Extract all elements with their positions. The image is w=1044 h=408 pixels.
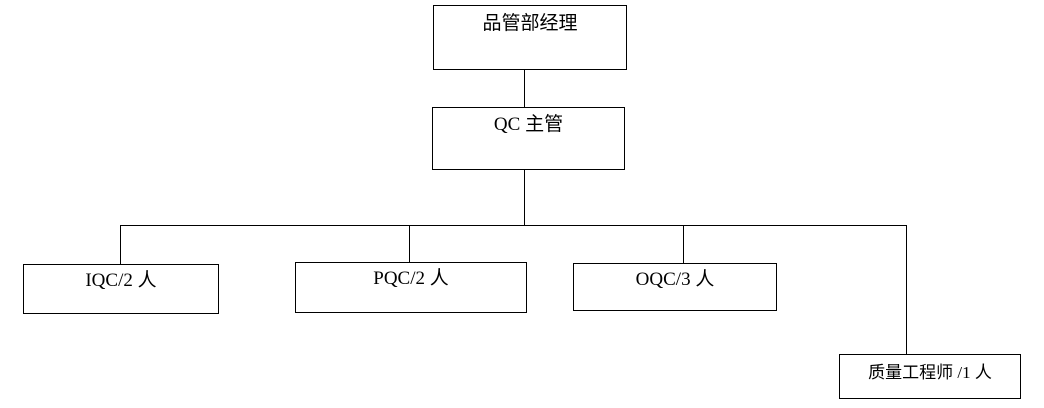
node-quality-department-manager[interactable]: 品管部经理 — [433, 5, 627, 70]
node-pqc[interactable]: PQC/2 人 — [295, 262, 527, 313]
connector-bus-to-oqc — [683, 225, 684, 263]
connector-qc-supervisor-to-bus — [524, 170, 525, 226]
node-quality-engineer[interactable]: 质量工程师 /1 人 — [839, 354, 1021, 399]
connector-bus-to-pqc — [409, 225, 410, 262]
node-label: 品管部经理 — [482, 13, 578, 34]
node-label: QC 主管 — [493, 114, 564, 135]
connector-manager-to-qc-supervisor — [524, 70, 525, 107]
connector-horizontal-bus — [120, 225, 907, 226]
connector-bus-to-quality-engineer — [906, 225, 907, 354]
node-label: 质量工程师 /1 人 — [868, 363, 992, 382]
node-qc-supervisor[interactable]: QC 主管 — [432, 107, 625, 170]
connector-bus-to-iqc — [120, 225, 121, 264]
node-oqc[interactable]: OQC/3 人 — [573, 263, 777, 311]
node-label: PQC/2 人 — [373, 268, 449, 289]
node-label: OQC/3 人 — [635, 269, 715, 290]
node-label: IQC/2 人 — [85, 270, 157, 291]
node-iqc[interactable]: IQC/2 人 — [23, 264, 219, 314]
